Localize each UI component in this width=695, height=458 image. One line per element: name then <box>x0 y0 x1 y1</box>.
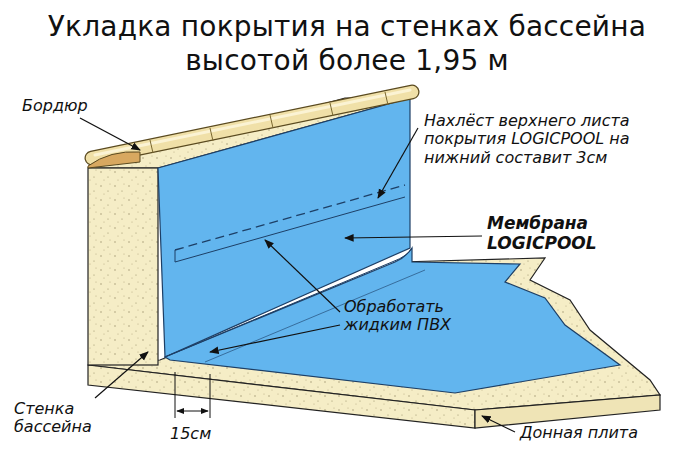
dimension-15cm <box>175 372 210 418</box>
membrane-label: Мембрана LOGICPOOL <box>487 214 617 253</box>
wall-label: Стенка бассейна <box>14 400 140 437</box>
bordure-joints <box>150 92 388 153</box>
overlap-edge <box>175 197 405 262</box>
bordure-fill <box>92 92 412 158</box>
liquid-pvc-note: Обработать жидким ПВХ <box>344 298 479 335</box>
slab-label: Донная плита <box>520 424 660 442</box>
dimension-label: 15см <box>170 425 230 443</box>
wall-front <box>88 168 158 365</box>
bordure-highlight <box>95 90 410 155</box>
title: Укладка покрытия на стенках бассейна выс… <box>17 10 677 77</box>
bordure-mortar <box>88 152 140 168</box>
bordure <box>92 92 412 158</box>
overlap-note: Нахлёст верхнего листа покрытия LOGICPOO… <box>424 112 670 167</box>
border-label: Бордюр <box>22 97 102 115</box>
overlap-end <box>175 250 176 262</box>
overlap-dashed <box>175 185 405 250</box>
membrane-floor <box>165 248 620 393</box>
